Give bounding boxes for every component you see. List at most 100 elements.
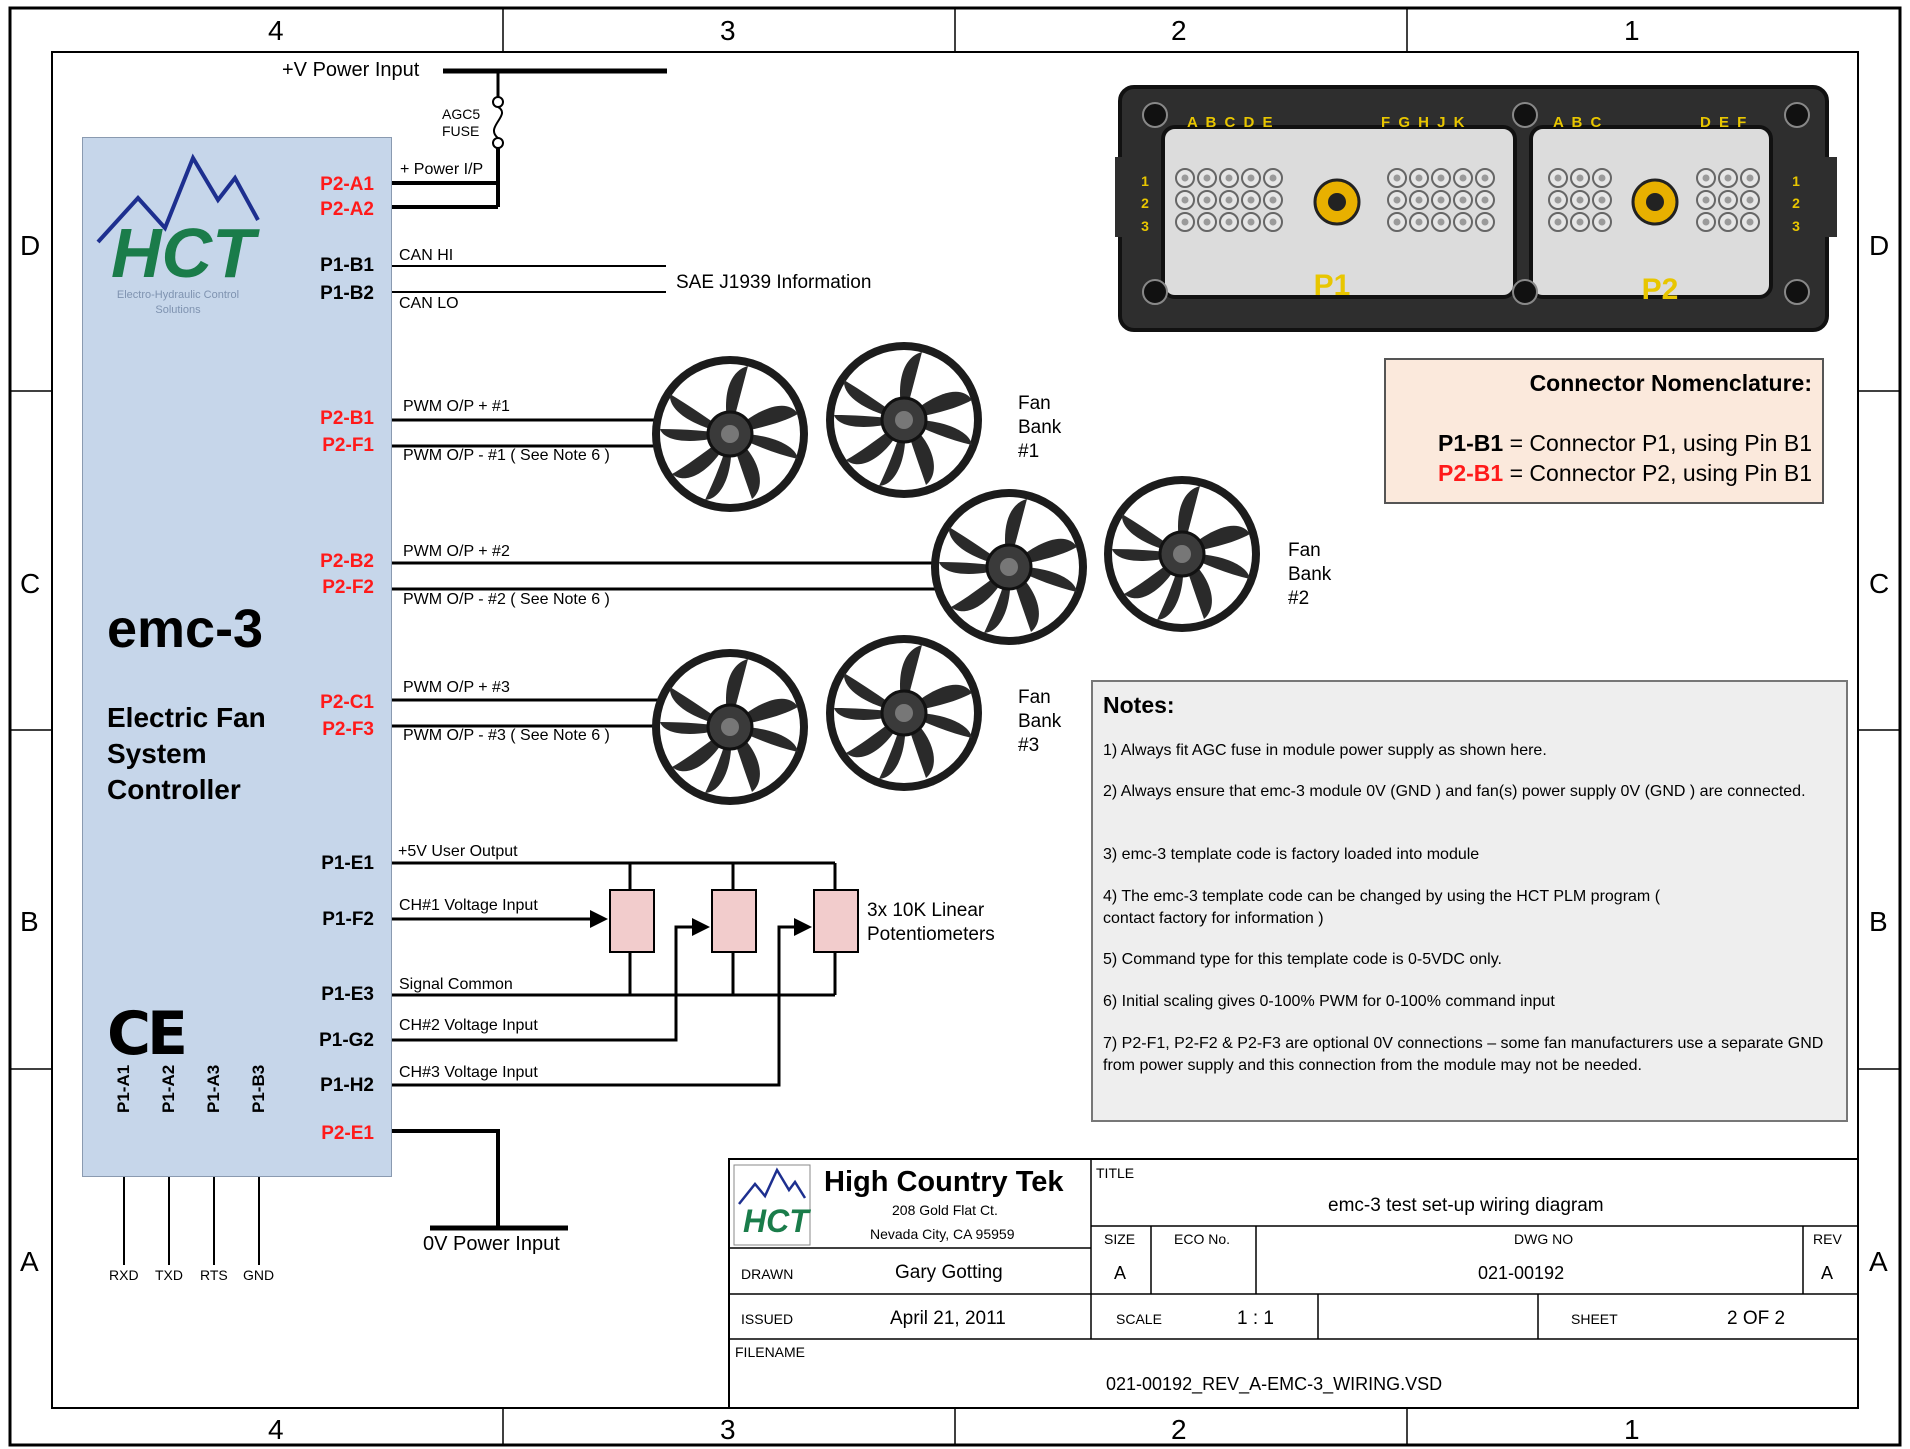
pin-label: P2-F3 (322, 719, 374, 740)
drawn-label: DRAWN (741, 1266, 794, 1282)
column-label: 3 (720, 1414, 736, 1445)
j1939-label: SAE J1939 Information (676, 272, 872, 293)
nomenclature-row: P2-B1 = Connector P2, using Pin B1 (1438, 462, 1812, 485)
wire-label: +5V User Output (398, 843, 518, 860)
note-item: 2) Always ensure that emc-3 module 0V (G… (1103, 783, 1806, 800)
pot-label: 3x 10K Linear (867, 900, 985, 921)
connector-pin-contact (1247, 218, 1255, 226)
connector-row-number: 1 (1141, 173, 1149, 189)
connector-pin-contact (1393, 174, 1401, 182)
note-item: 1) Always fit AGC fuse in module power s… (1103, 742, 1547, 759)
connector-pin-contact (1269, 196, 1277, 204)
module-description-line: Electric Fan (107, 702, 266, 733)
logo-subtitle: Electro-Hydraulic Control Solutions (116, 289, 240, 316)
column-label: 4 (268, 1414, 284, 1445)
connector-pin-contact (1459, 218, 1467, 226)
rev-label: REV (1813, 1231, 1842, 1247)
fan-bank-label: Bank (1018, 711, 1062, 732)
connector-pin-contact (1702, 174, 1710, 182)
connector-pin-contact (1269, 218, 1277, 226)
connector-pin-contact (1203, 218, 1211, 226)
pin-label: P1-G2 (319, 1030, 374, 1051)
connector-p2-letters: D E F (1700, 114, 1749, 131)
row-label: C (1869, 568, 1890, 599)
row-label: D (20, 230, 41, 261)
connector-pin-contact (1481, 196, 1489, 204)
connector-pin-contact (1554, 196, 1562, 204)
connector-pin-contact (1415, 218, 1423, 226)
row-label: A (20, 1246, 39, 1277)
drawn-by: Gary Gotting (895, 1262, 1003, 1283)
connector-pin-contact (1203, 196, 1211, 204)
pin-label: P2-E1 (321, 1123, 374, 1144)
connector-nomenclature-box: Connector Nomenclature: P1-B1 = Connecto… (1384, 358, 1824, 504)
emc3-module: HCT Electro-Hydraulic Control Solutions … (82, 137, 392, 1177)
connector-pin-contact (1746, 174, 1754, 182)
pin-label: P1-E3 (321, 984, 374, 1005)
pin-label: P2-F1 (322, 435, 374, 456)
wire-label: PWM O/P + #2 (403, 543, 510, 560)
filename-label: FILENAME (735, 1344, 806, 1360)
connector-pin-contact (1247, 174, 1255, 182)
connector-pin-contact (1481, 174, 1489, 182)
connector-pin-contact (1225, 174, 1233, 182)
row-label: D (1869, 230, 1890, 261)
notes-title: Notes: (1103, 692, 1175, 718)
serial-signal-label: RXD (109, 1267, 139, 1283)
connector-pin-contact (1459, 196, 1467, 204)
wire-label: + Power I/P (400, 161, 484, 178)
connector-row-number: 1 (1792, 173, 1800, 189)
wire-label: CH#1 Voltage Input (399, 897, 538, 914)
hct-mountain-logo-icon: HCT (96, 153, 260, 292)
note-item: 6) Initial scaling gives 0-100% PWM for … (1103, 993, 1555, 1010)
connector-pin-contact (1576, 174, 1584, 182)
connector-pin-contact (1459, 174, 1467, 182)
dwg-number: 021-00192 (1478, 1263, 1565, 1283)
module-description-line: Controller (107, 774, 241, 805)
pin-label: P1-B1 (320, 255, 374, 276)
power-input-label: +V Power Input (282, 59, 420, 81)
scale-label: SCALE (1116, 1311, 1162, 1327)
fan-bank-label: Bank (1018, 417, 1062, 438)
wire-label: PWM O/P - #1 ( See Note 6 ) (403, 447, 610, 464)
drawing-title: emc-3 test set-up wiring diagram (1328, 1195, 1604, 1216)
column-label: 1 (1624, 1414, 1640, 1445)
row-label: A (1869, 1246, 1888, 1277)
connector-pin-contact (1415, 196, 1423, 204)
note-item: 4) The emc-3 template code can be change… (1103, 888, 1661, 927)
connector-p2-label: P2 (1642, 273, 1679, 306)
connector-p1-label: P1 (1314, 269, 1351, 302)
column-label: 3 (720, 15, 736, 46)
pin-label: P2-A1 (320, 174, 374, 195)
serial-signal-label: GND (243, 1267, 275, 1283)
connector-p1-letters: F G H J K (1381, 114, 1467, 131)
connector-pin-contact (1225, 218, 1233, 226)
serial-pin-label: P1-A3 (204, 1064, 223, 1113)
connector-row-number: 2 (1792, 195, 1800, 211)
fan-bank-label: #1 (1018, 441, 1040, 462)
connector-pin-contact (1724, 218, 1732, 226)
title-block-logo-text: HCT (743, 1203, 811, 1239)
row-label: C (20, 568, 41, 599)
company-address: 208 Gold Flat Ct. (892, 1202, 998, 1218)
title-block-logo-icon: HCT (733, 1164, 811, 1246)
connector-p1-letters: A B C D E (1187, 114, 1275, 131)
pin-label: P2-C1 (320, 692, 374, 713)
connector-pin-contact (1746, 218, 1754, 226)
connector-pin-contact (1415, 174, 1423, 182)
connector-pin-contact (1554, 218, 1562, 226)
connector-pin-contact (1181, 218, 1189, 226)
nomenclature-text: = Connector P1, using Pin B1 (1503, 430, 1812, 456)
connector-pin-contact (1576, 218, 1584, 226)
note-item: 7) P2-F1, P2-F2 & P2-F3 are optional 0V … (1103, 1035, 1824, 1074)
row-label: B (1869, 906, 1888, 937)
hct-logo-text: HCT (111, 214, 260, 292)
filename: 021-00192_REV_A-EMC-3_WIRING.VSD (1106, 1374, 1443, 1394)
fan-bank-label: #3 (1018, 735, 1040, 756)
sheet-value: 2 OF 2 (1727, 1308, 1786, 1329)
connector-pin-contact (1247, 196, 1255, 204)
row-label: B (20, 906, 39, 937)
column-label: 4 (268, 15, 284, 46)
connector-pin-contact (1702, 218, 1710, 226)
